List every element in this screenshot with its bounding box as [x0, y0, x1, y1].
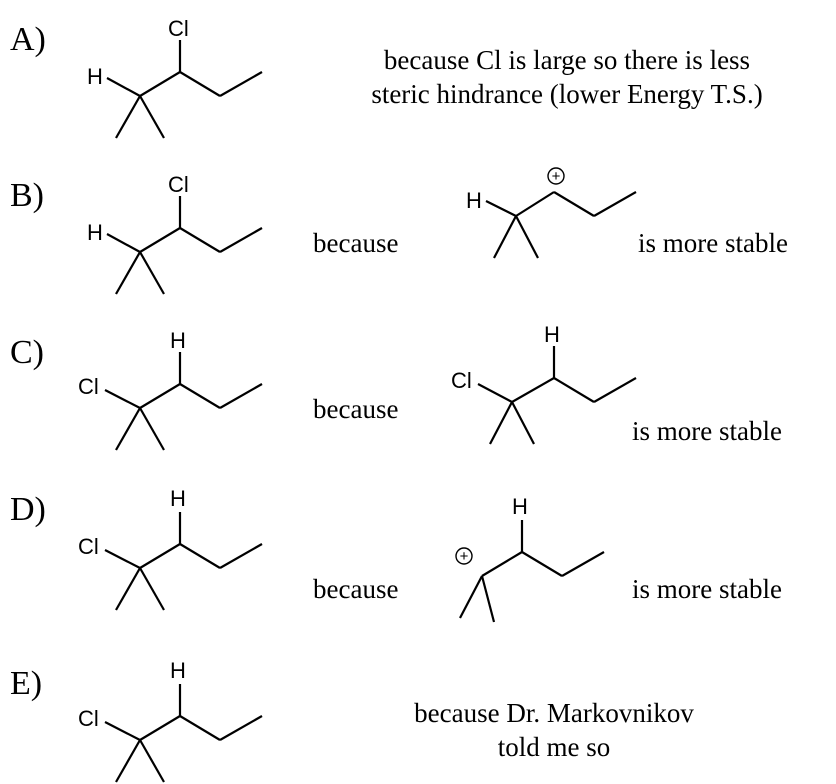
bond [489, 401, 513, 445]
hydrogen-label: H [170, 328, 186, 353]
bond [115, 407, 141, 451]
bond [139, 227, 181, 253]
bond [179, 715, 221, 741]
explanation-line-1: because Dr. Markovnikov [414, 698, 694, 728]
chlorine-label: Cl [168, 172, 189, 197]
bond [115, 95, 141, 139]
bond [477, 383, 513, 403]
chlorine-label: Cl [451, 368, 472, 393]
intermediate-molecule: H Cl [451, 322, 637, 445]
chlorine-label: Cl [78, 706, 99, 731]
product-molecule: H Cl [78, 486, 263, 611]
bond [139, 715, 181, 741]
bond [593, 191, 637, 217]
bond [139, 407, 165, 451]
chlorine-label: Cl [78, 534, 99, 559]
bond [104, 721, 141, 741]
product-molecule: Cl H [87, 172, 263, 295]
bond [459, 575, 483, 619]
bond [511, 377, 555, 403]
bond [179, 543, 221, 569]
bond [219, 383, 263, 409]
bond [219, 227, 263, 253]
option-d[interactable]: D) H Cl because H + is more stable [10, 486, 782, 623]
product-molecule: H Cl [78, 328, 263, 451]
because-label: because [313, 228, 398, 258]
carbocation-intermediate: H + [455, 494, 605, 623]
bond [485, 200, 517, 217]
bond [219, 543, 263, 569]
bond [104, 389, 141, 409]
bond [139, 251, 165, 295]
bond [515, 191, 555, 217]
bond [480, 575, 496, 623]
bond [521, 551, 563, 577]
hydrogen-label: H [466, 188, 482, 213]
option-a[interactable]: A) Cl H because Cl is large so there is … [10, 16, 763, 139]
bond [179, 71, 221, 97]
bond [104, 549, 141, 569]
bond [561, 551, 605, 577]
bond [139, 383, 181, 409]
bond [553, 377, 595, 403]
bond [179, 227, 221, 253]
hydrogen-label: H [87, 64, 103, 89]
product-molecule: H Cl [78, 658, 263, 783]
hydrogen-label: H [87, 220, 103, 245]
hydrogen-label: H [544, 322, 560, 347]
bond [139, 71, 181, 97]
option-letter: C) [10, 334, 44, 371]
bond [219, 715, 263, 741]
bond [553, 191, 595, 217]
hydrogen-label: H [170, 658, 186, 683]
bond [139, 739, 165, 783]
bond [115, 251, 141, 295]
hydrogen-label: H [170, 486, 186, 511]
bond [115, 739, 141, 783]
charge-symbol: + [460, 548, 469, 565]
bond [219, 71, 263, 97]
option-letter: B) [10, 177, 44, 214]
option-e[interactable]: E) H Cl because Dr. Markovnikov told me … [10, 658, 694, 783]
bond [106, 77, 141, 97]
bond [481, 551, 523, 577]
hydrogen-label: H [512, 494, 528, 519]
conclusion-label: is more stable [632, 574, 782, 604]
chlorine-label: Cl [168, 16, 189, 41]
bond [511, 401, 535, 445]
explanation-line-2: steric hindrance (lower Energy T.S.) [371, 79, 762, 109]
explanation-line-1: because Cl is large so there is less [384, 45, 750, 75]
bond [593, 377, 637, 403]
conclusion-label: is more stable [632, 416, 782, 446]
bond [139, 95, 165, 139]
bond [139, 543, 181, 569]
carbocation-intermediate: H + [466, 167, 637, 259]
product-molecule: Cl H [87, 16, 263, 139]
because-label: because [313, 574, 398, 604]
option-letter: A) [10, 21, 46, 58]
bond [179, 383, 221, 409]
bond [106, 233, 141, 253]
chlorine-label: Cl [78, 374, 99, 399]
bond [139, 567, 165, 611]
positive-charge-icon [547, 167, 565, 185]
conclusion-label: is more stable [638, 228, 788, 258]
positive-charge-icon [455, 547, 473, 565]
because-label: because [313, 394, 398, 424]
option-letter: D) [10, 491, 46, 528]
bond [493, 215, 517, 259]
bond [115, 567, 141, 611]
option-c[interactable]: C) H Cl because H Cl is more stable [10, 322, 782, 451]
bond [515, 215, 539, 259]
charge-symbol: + [552, 168, 561, 185]
explanation-line-2: told me so [498, 732, 611, 762]
option-b[interactable]: B) Cl H because H + is more stable [10, 167, 788, 295]
option-letter: E) [10, 665, 42, 702]
